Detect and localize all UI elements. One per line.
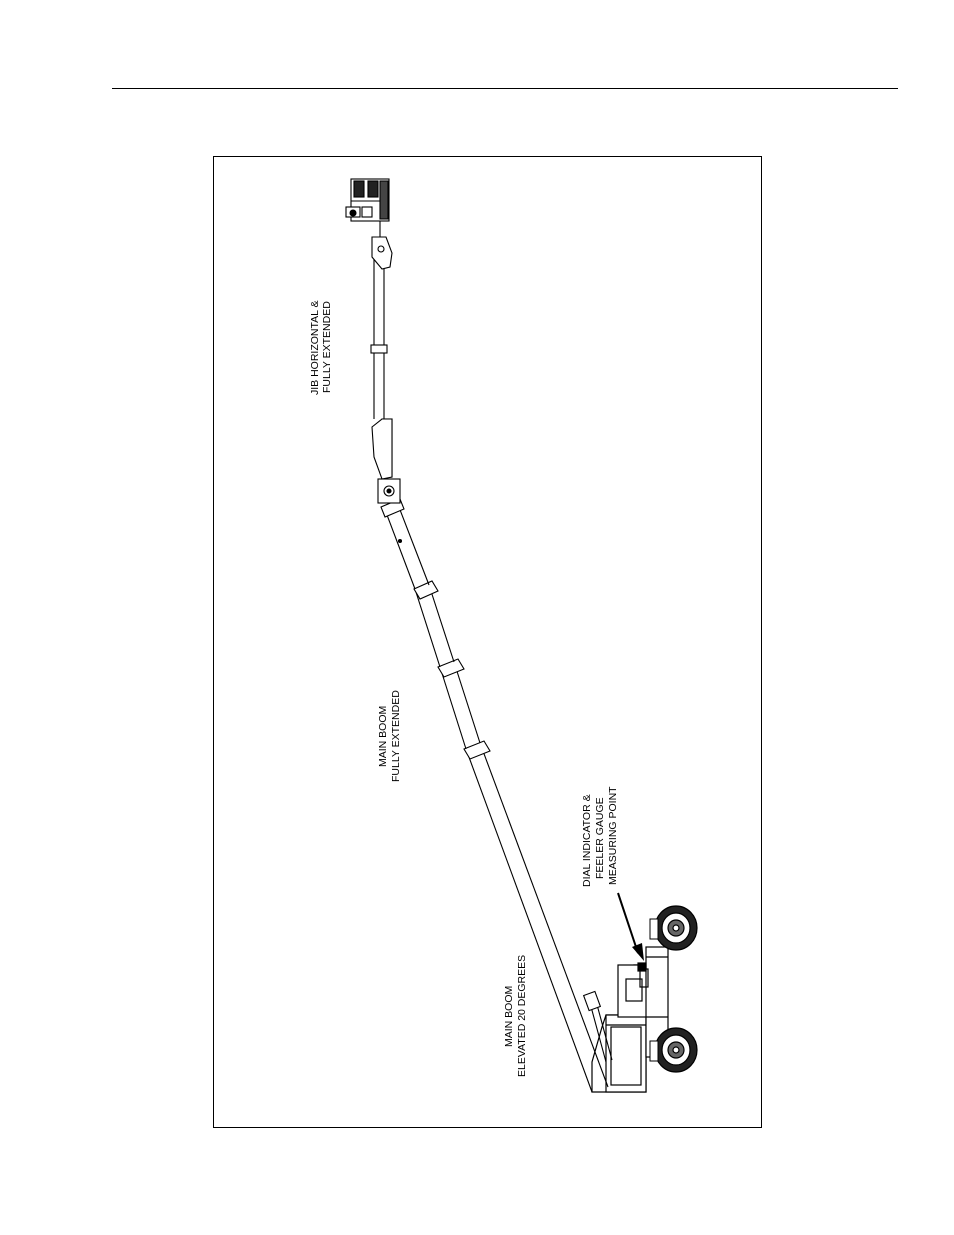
label-boom-elevated-line2: ELEVATED 20 DEGREES bbox=[516, 955, 528, 1077]
label-boom-extended-line1: MAIN BOOM bbox=[377, 706, 389, 767]
header-rule bbox=[112, 88, 898, 89]
label-jib-line1: JIB HORIZONTAL & bbox=[309, 300, 321, 395]
figure-frame: JIB HORIZONTAL & FULLY EXTENDED MAIN BOO… bbox=[213, 156, 762, 1128]
label-boom-extended-line2: FULLY EXTENDED bbox=[390, 690, 402, 782]
rear-wheel bbox=[655, 1028, 697, 1072]
axle-front bbox=[650, 919, 658, 939]
chassis bbox=[592, 947, 668, 1092]
platform-basket bbox=[346, 179, 389, 221]
axle-rear bbox=[650, 1041, 658, 1061]
jib bbox=[371, 217, 400, 503]
label-dial-line1: DIAL INDICATOR & bbox=[581, 794, 593, 887]
label-boom-elevated-line1: MAIN BOOM bbox=[503, 986, 515, 1047]
main-boom bbox=[381, 499, 612, 1092]
label-jib-line2: FULLY EXTENDED bbox=[321, 301, 333, 393]
label-dial-line2: FEELER GAUGE bbox=[594, 797, 606, 879]
boom-lift-drawing: JIB HORIZONTAL & FULLY EXTENDED MAIN BOO… bbox=[214, 157, 763, 1129]
measuring-point-arrow bbox=[618, 893, 644, 961]
label-dial-line3: MEASURING POINT bbox=[607, 786, 619, 885]
front-wheel bbox=[655, 906, 697, 950]
